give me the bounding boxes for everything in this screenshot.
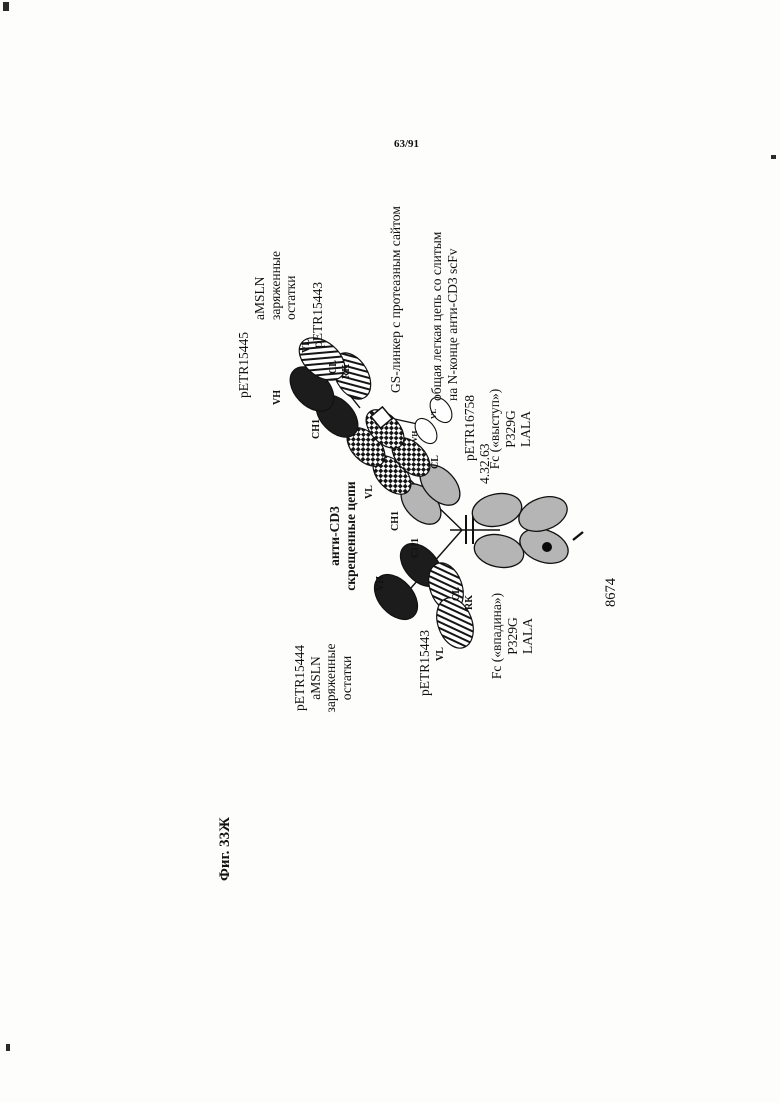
left-fab-annotation: pETR15444 аMSLN заряженные остатки — [292, 619, 354, 737]
ch1-label: CH1 — [410, 538, 421, 558]
fc-hole-line: P329G — [504, 617, 520, 655]
gs-linker-annotation: GS-линкер с протеазным сайтом — [388, 206, 403, 393]
left-vl-domain-shape — [436, 597, 474, 649]
vl-label: VL — [364, 485, 375, 499]
fc-knob-annotation: Fc («выступ») P329G LALA — [487, 373, 534, 485]
crossed-chains-annotation: анти-CD3 скрещенные цепи — [327, 472, 358, 600]
ch1-label: CH1 — [311, 419, 322, 439]
left-vh-domain-shape — [373, 573, 419, 621]
right-fab-plasmid: pETR15445 — [236, 332, 251, 398]
fc-hole-line: LALA — [520, 618, 535, 654]
scan-artifact — [771, 155, 776, 159]
figure-caption: Фиг. 33Ж — [217, 817, 233, 881]
fc-hole-ch2-shape — [473, 533, 525, 569]
cl-label: CL — [430, 455, 441, 469]
fc-hole-line: Fc («впадина») — [489, 592, 504, 680]
crossed-chains-line: скрещенные цепи — [342, 481, 358, 591]
rk-label: RK — [341, 364, 352, 379]
scfv-vl-label: VL — [429, 408, 438, 419]
fc-knob-line: Fc («выступ») — [487, 388, 502, 470]
left-fab-desc-line: заряженные — [323, 643, 338, 713]
fc-knob-ch3-shape — [518, 496, 568, 532]
scfv-plasmid: pETR16758 — [462, 395, 477, 461]
fc-knob-ch2-shape — [471, 492, 523, 528]
common-light-chain-annotation: общая легкая цепь со слитым на N-конце а… — [429, 181, 460, 401]
right-fab-desc-line: остатки — [283, 275, 298, 320]
rk-label: RK — [464, 595, 475, 610]
right-light-plasmid: pETR15443 — [310, 282, 325, 348]
fc-knob-line: LALA — [518, 411, 533, 447]
common-lc-line: на N-конце анти-CD3 scFv — [444, 248, 460, 402]
vl-label: VL — [301, 339, 312, 353]
protease-site-box — [369, 405, 394, 430]
right-vl-domain-shape — [298, 337, 346, 381]
scan-artifact — [6, 1044, 10, 1051]
cl-label: CL — [328, 360, 339, 374]
scfv-vh-shape — [414, 417, 438, 445]
scan-artifact — [3, 2, 9, 11]
fc-knob-line: P329G — [502, 410, 518, 448]
left-fab-desc-line: остатки — [338, 655, 354, 701]
vh-label: VH — [272, 390, 283, 405]
left-fab-plasmid: pETR15444 — [292, 645, 307, 711]
left-fab-desc-line: аMSLN — [307, 656, 323, 700]
ch1-label: CH1 — [390, 511, 401, 531]
cl-label: CL — [451, 587, 462, 601]
crossed-chains-line: анти-CD3 — [327, 506, 342, 566]
right-fab-annotation: аMSLN заряженные остатки — [252, 220, 299, 320]
scfv-vl-shape — [429, 396, 453, 424]
common-lc-line: общая легкая цепь со слитым — [429, 231, 444, 401]
scfv-vh-label: VH — [410, 430, 419, 442]
vl-label: VL — [435, 647, 446, 661]
left-light-plasmid: pETR15443 — [417, 630, 432, 696]
knob-dot — [542, 542, 552, 552]
fc-hole-annotation: Fc («впадина») P329G LALA — [489, 580, 536, 692]
sheet-number: 63/91 — [394, 138, 420, 150]
right-fab-desc-line: аMSLN — [252, 276, 267, 321]
vh-label: VH — [375, 576, 386, 591]
right-fab-desc-line: заряженные — [267, 251, 283, 320]
figure-id: 8674 — [603, 578, 619, 607]
